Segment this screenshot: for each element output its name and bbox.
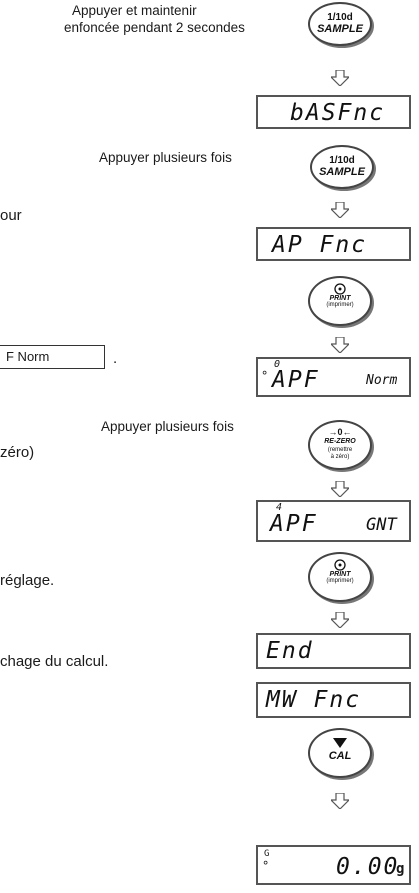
button-label: (remettre (327, 447, 353, 453)
sample-button[interactable]: 1/10d SAMPLE (310, 145, 374, 189)
display-panel: ° 0 APF Norm (256, 357, 411, 397)
instruction-press-repeatedly: Appuyer plusieurs fois (99, 150, 232, 165)
display-text: APF (272, 367, 320, 393)
arrow-down-icon (331, 793, 349, 809)
sample-button[interactable]: 1/10d SAMPLE (308, 2, 372, 46)
arrow-down-icon (331, 337, 349, 353)
boxed-display-fragment: F Norm (0, 345, 105, 369)
instruction-press-repeatedly: Appuyer plusieurs fois (101, 419, 234, 434)
arrow-down-icon (331, 612, 349, 628)
display-text: bASFnc (290, 100, 386, 126)
triangle-down-icon (333, 738, 347, 748)
button-label: SAMPLE (317, 23, 363, 35)
arrow-down-icon (331, 202, 349, 218)
print-button[interactable]: PRINT (imprimer) (308, 552, 372, 602)
display-text: MW Fnc (266, 687, 362, 713)
display-superscript: 0 (274, 359, 281, 370)
button-label: PRINT (329, 295, 351, 302)
status-dot-icon: ° (262, 859, 270, 873)
rezero-button[interactable]: →0← RE-ZERO (remettre à zéro) (308, 420, 372, 470)
display-prefix: G (264, 849, 270, 859)
display-superscript: 4 (276, 502, 283, 513)
text-fragment: chage du calcul. (0, 653, 109, 670)
display-text: AP Fnc (272, 232, 368, 258)
text-fragment: réglage. (0, 572, 55, 589)
period: . (113, 350, 118, 367)
display-panel: MW Fnc (256, 682, 411, 718)
rezero-arrows-icon: →0← (328, 427, 352, 437)
button-label: (imprimer) (326, 302, 354, 308)
display-panel: G ° 0.00 g (256, 845, 411, 885)
display-panel: bASFnc (256, 95, 411, 129)
display-unit: g (396, 861, 405, 877)
cal-button[interactable]: CAL (308, 728, 372, 778)
button-label: (imprimer) (326, 578, 354, 584)
display-panel: 4 APF GNT (256, 500, 411, 542)
button-label: à zéro) (330, 454, 350, 460)
instruction-hold-line2: enfoncée pendant 2 secondes (64, 20, 245, 35)
instruction-hold-line1: Appuyer et maintenir (72, 3, 197, 18)
text-fragment: our (0, 207, 22, 224)
display-mode: GNT (366, 515, 397, 535)
display-text: APF (270, 511, 318, 537)
display-text: End (266, 638, 314, 664)
button-label: PRINT (329, 571, 351, 578)
button-label: RE-ZERO (324, 438, 356, 445)
display-mode: Norm (366, 373, 398, 388)
status-dot-icon: ° (261, 369, 269, 383)
display-panel: End (256, 633, 411, 669)
print-symbol-icon (334, 283, 346, 295)
button-label: 1/10d (329, 155, 355, 166)
text-fragment: zéro) (0, 444, 35, 461)
display-panel: AP Fnc (256, 227, 411, 261)
arrow-down-icon (331, 481, 349, 497)
arrow-down-icon (331, 70, 349, 86)
button-label: SAMPLE (319, 166, 365, 178)
display-value: 0.00 (336, 854, 400, 880)
print-symbol-icon (334, 559, 346, 571)
button-label: CAL (328, 750, 352, 762)
print-button[interactable]: PRINT (imprimer) (308, 276, 372, 326)
button-label: 1/10d (327, 12, 353, 23)
